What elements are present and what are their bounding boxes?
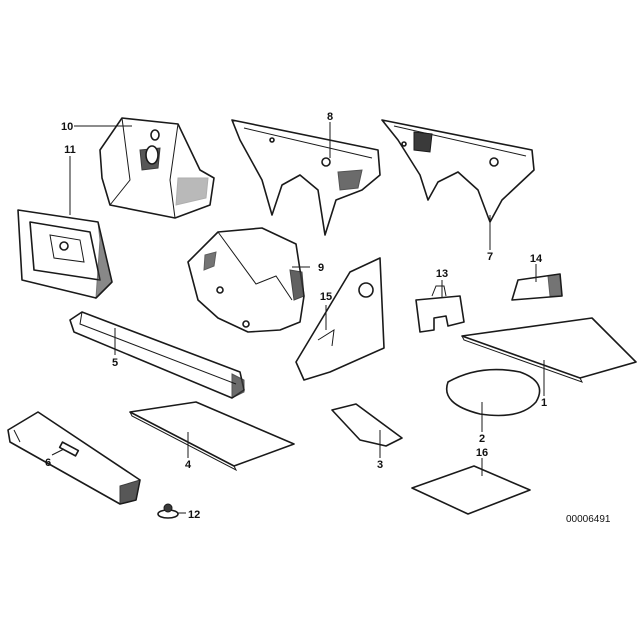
callout-6: 6 — [45, 457, 51, 469]
callout-5: 5 — [112, 357, 118, 369]
part-12-shape — [157, 503, 179, 519]
callout-16: 16 — [476, 447, 488, 459]
part-1-shape — [461, 317, 637, 383]
callout-1: 1 — [541, 397, 547, 409]
callout-10: 10 — [61, 121, 73, 133]
part-15-shape — [295, 257, 385, 381]
callout-2: 2 — [479, 433, 485, 445]
leader-lines — [51, 122, 545, 514]
callout-4: 4 — [185, 459, 192, 471]
callout-11: 11 — [64, 144, 76, 156]
part-14-shape — [511, 273, 563, 301]
callout-7: 7 — [487, 251, 493, 263]
callout-15: 15 — [320, 291, 332, 303]
callout-3: 3 — [377, 459, 383, 471]
document-number: 00006491 — [566, 514, 611, 525]
part-16-shape — [411, 465, 531, 515]
callouts: 10 11 8 7 9 15 13 14 5 1 2 16 3 4 6 12 — [45, 111, 547, 521]
callout-13: 13 — [436, 268, 448, 280]
part-7-shape — [381, 119, 535, 223]
part-8-shape — [231, 119, 381, 236]
part-5-shape — [69, 311, 245, 399]
callout-9: 9 — [318, 262, 324, 274]
part-2-shape — [445, 368, 541, 417]
part-11-shape — [17, 209, 113, 300]
callout-14: 14 — [530, 253, 543, 265]
part-3-shape — [331, 403, 403, 447]
part-13-shape — [415, 285, 465, 333]
part-4-shape — [129, 401, 295, 472]
callout-8: 8 — [327, 111, 333, 123]
part-10-shape — [99, 117, 215, 219]
callout-12: 12 — [188, 509, 200, 521]
part-6-shape — [7, 411, 141, 505]
part-9-shape — [187, 227, 305, 333]
